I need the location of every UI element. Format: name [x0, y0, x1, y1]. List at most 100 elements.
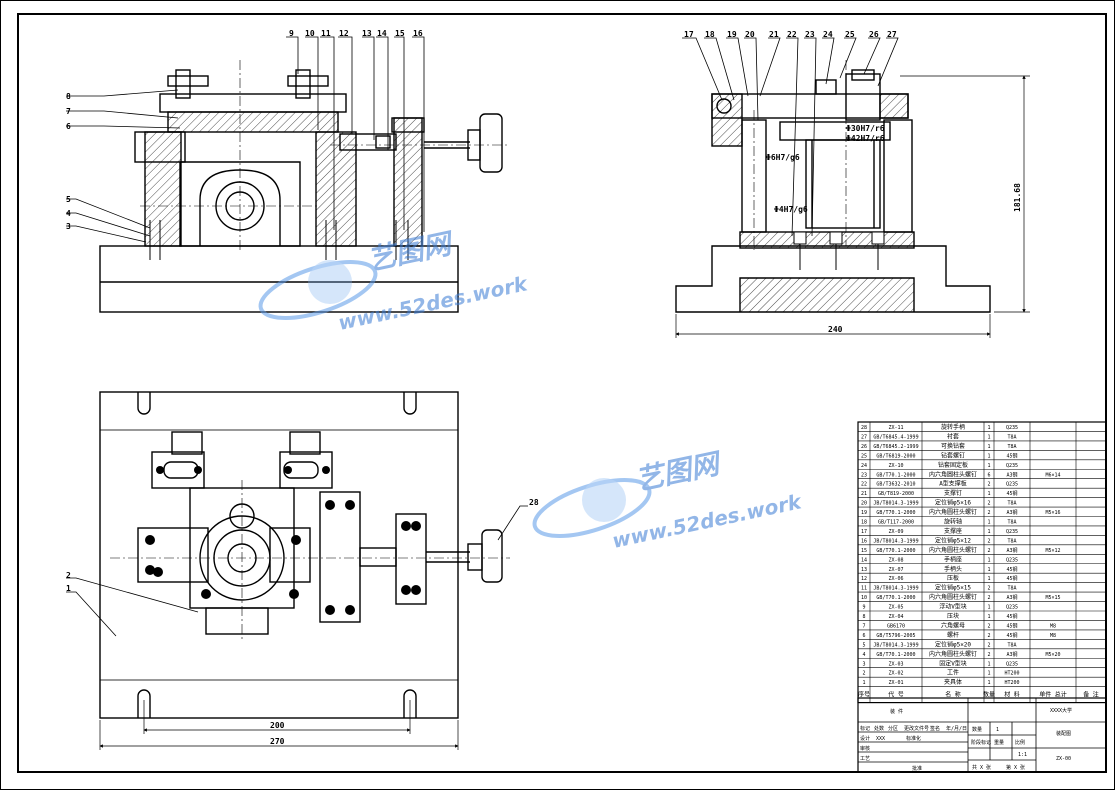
tb-scale-label: 比例	[1015, 739, 1025, 746]
bom-cell: ZX-08	[888, 557, 903, 563]
bom-cell: 定位销φ5×20	[935, 640, 971, 648]
leader-17: 17	[684, 30, 694, 39]
leader-20: 20	[745, 30, 755, 39]
bom-cell: 6	[862, 633, 865, 639]
bom-cell: 1	[987, 661, 990, 667]
leader-3: 3	[66, 222, 71, 231]
bom-cell: A3钢	[1006, 594, 1017, 601]
bom-cell: 26	[861, 444, 867, 450]
leader-6: 6	[66, 122, 71, 131]
tb-sheet: 第 X 张	[1006, 764, 1025, 771]
bom-cell: Q235	[1006, 605, 1018, 611]
bom-header-cell: 序号	[858, 691, 870, 699]
watermark-url-1: www.52des.work	[336, 271, 531, 335]
bom-cell: 压板	[947, 574, 959, 582]
bom-cell: 8	[862, 614, 865, 620]
bom-cell: ZX-10	[888, 463, 903, 469]
leader-11: 11	[321, 29, 331, 38]
bom-cell: GB/T5796-2005	[876, 633, 915, 639]
tb-zone: 分区	[888, 725, 898, 732]
tb-qty: 1	[996, 727, 999, 733]
bom-cell: 2	[987, 548, 990, 554]
bom-cell: 7	[862, 623, 865, 629]
tb-assembly: 装 件	[890, 708, 903, 715]
bom-cell: 内六角圆柱头螺钉	[929, 470, 977, 478]
bom-cell: Q235	[1006, 557, 1018, 563]
bom-cell: GB/T819-2000	[878, 491, 914, 497]
bom-cell: 20	[861, 501, 867, 507]
bom-cell: 定位销φ5×12	[935, 536, 971, 544]
bom-cell: 2	[987, 510, 990, 516]
bom-cell: 2	[987, 538, 990, 544]
watermark-cn-1: 艺图网	[365, 226, 458, 277]
bom-cell: 17	[861, 529, 867, 535]
bom-cell: 11	[861, 586, 867, 592]
leader-27: 27	[887, 30, 897, 39]
bom-cell: 1	[987, 557, 990, 563]
bom-cell: 1	[987, 567, 990, 573]
bom-cell: 10	[861, 595, 867, 601]
bom-cell: 压块	[947, 612, 959, 620]
bom-cell: GB/T70.1-2000	[876, 548, 915, 554]
tb-change: 更改文件号	[904, 725, 929, 732]
bom-cell: GB/T6845.2-1999	[873, 444, 918, 450]
bom-cell: 内六角圆柱头螺钉	[929, 650, 977, 658]
bom-cell: JB/T8014.3-1999	[873, 586, 918, 592]
tb-qty-label: 数量	[972, 726, 982, 733]
bom-cell: 15	[861, 548, 867, 554]
tb-design-name: XXX	[876, 736, 885, 742]
bom-cell: 45钢	[1006, 575, 1017, 582]
bom-cell: 2	[987, 482, 990, 488]
bom-cell: T8A	[1007, 642, 1016, 648]
bom-cell: A3钢	[1006, 471, 1017, 478]
bom-cell: Q235	[1006, 529, 1018, 535]
tb-scale: 1:1	[1018, 752, 1027, 758]
leader-8: 8	[66, 92, 71, 101]
bom-cell: 3	[862, 661, 865, 667]
bom-cell: GB6170	[887, 623, 905, 629]
bom-cell: 钻套固定板	[938, 461, 968, 469]
front-view	[99, 60, 510, 313]
tb-sheets: 共 X 张	[972, 764, 991, 771]
tb-review: 审核	[860, 745, 870, 752]
bom-cell: 手柄头	[944, 565, 962, 573]
leader-13: 13	[362, 29, 372, 38]
bom-cell: 16	[861, 538, 867, 544]
tb-count: 处数	[874, 725, 884, 732]
tb-sign: 签名	[930, 725, 940, 732]
leader-26: 26	[869, 30, 879, 39]
tb-drawing: 装配图	[1056, 730, 1071, 737]
leader-1: 1	[66, 584, 71, 593]
bom-cell: 旋转手柄	[941, 423, 965, 431]
bom-cell: HT200	[1004, 680, 1019, 686]
bom-cell: 1	[987, 453, 990, 459]
side-dimensions	[675, 75, 1030, 338]
bom-cell: M5×15	[1045, 595, 1060, 601]
leader-5: 5	[66, 195, 71, 204]
leader-22: 22	[787, 30, 797, 39]
bom-cell: 工件	[947, 669, 959, 677]
bom-header-cell: 备 注	[1083, 691, 1099, 699]
bom-cell: 浮动V型块	[939, 603, 967, 611]
bom-cell: 可换钻套	[941, 442, 965, 450]
bom-cell: 45钢	[1006, 613, 1017, 620]
bom-cell: T8A	[1007, 434, 1016, 440]
bom-cell: ZX-02	[888, 671, 903, 677]
bom-cell: JB/T8014.3-1999	[873, 501, 918, 507]
bom-cell: 内六角圆柱头螺钉	[929, 546, 977, 554]
bom-cell: GB/T6819-2000	[876, 453, 915, 459]
leader-24: 24	[823, 30, 833, 39]
bom-cell: 固定V型块	[939, 659, 967, 667]
watermark-2: 艺图网 www.52des.work	[532, 446, 805, 553]
bom-cell: 18	[861, 520, 867, 526]
leader-14: 14	[377, 29, 387, 38]
bom-cell: 19	[861, 510, 867, 516]
bom-header-cell: 数量	[983, 691, 995, 699]
bom-cell: 5	[862, 642, 865, 648]
bom-cell: Q235	[1006, 463, 1018, 469]
bom-cell: 六角螺母	[941, 621, 965, 629]
bom-cell: A3钢	[1006, 547, 1017, 554]
bom-cell: T8A	[1007, 586, 1016, 592]
bom-cell: 2	[987, 586, 990, 592]
leader-12: 12	[339, 29, 349, 38]
